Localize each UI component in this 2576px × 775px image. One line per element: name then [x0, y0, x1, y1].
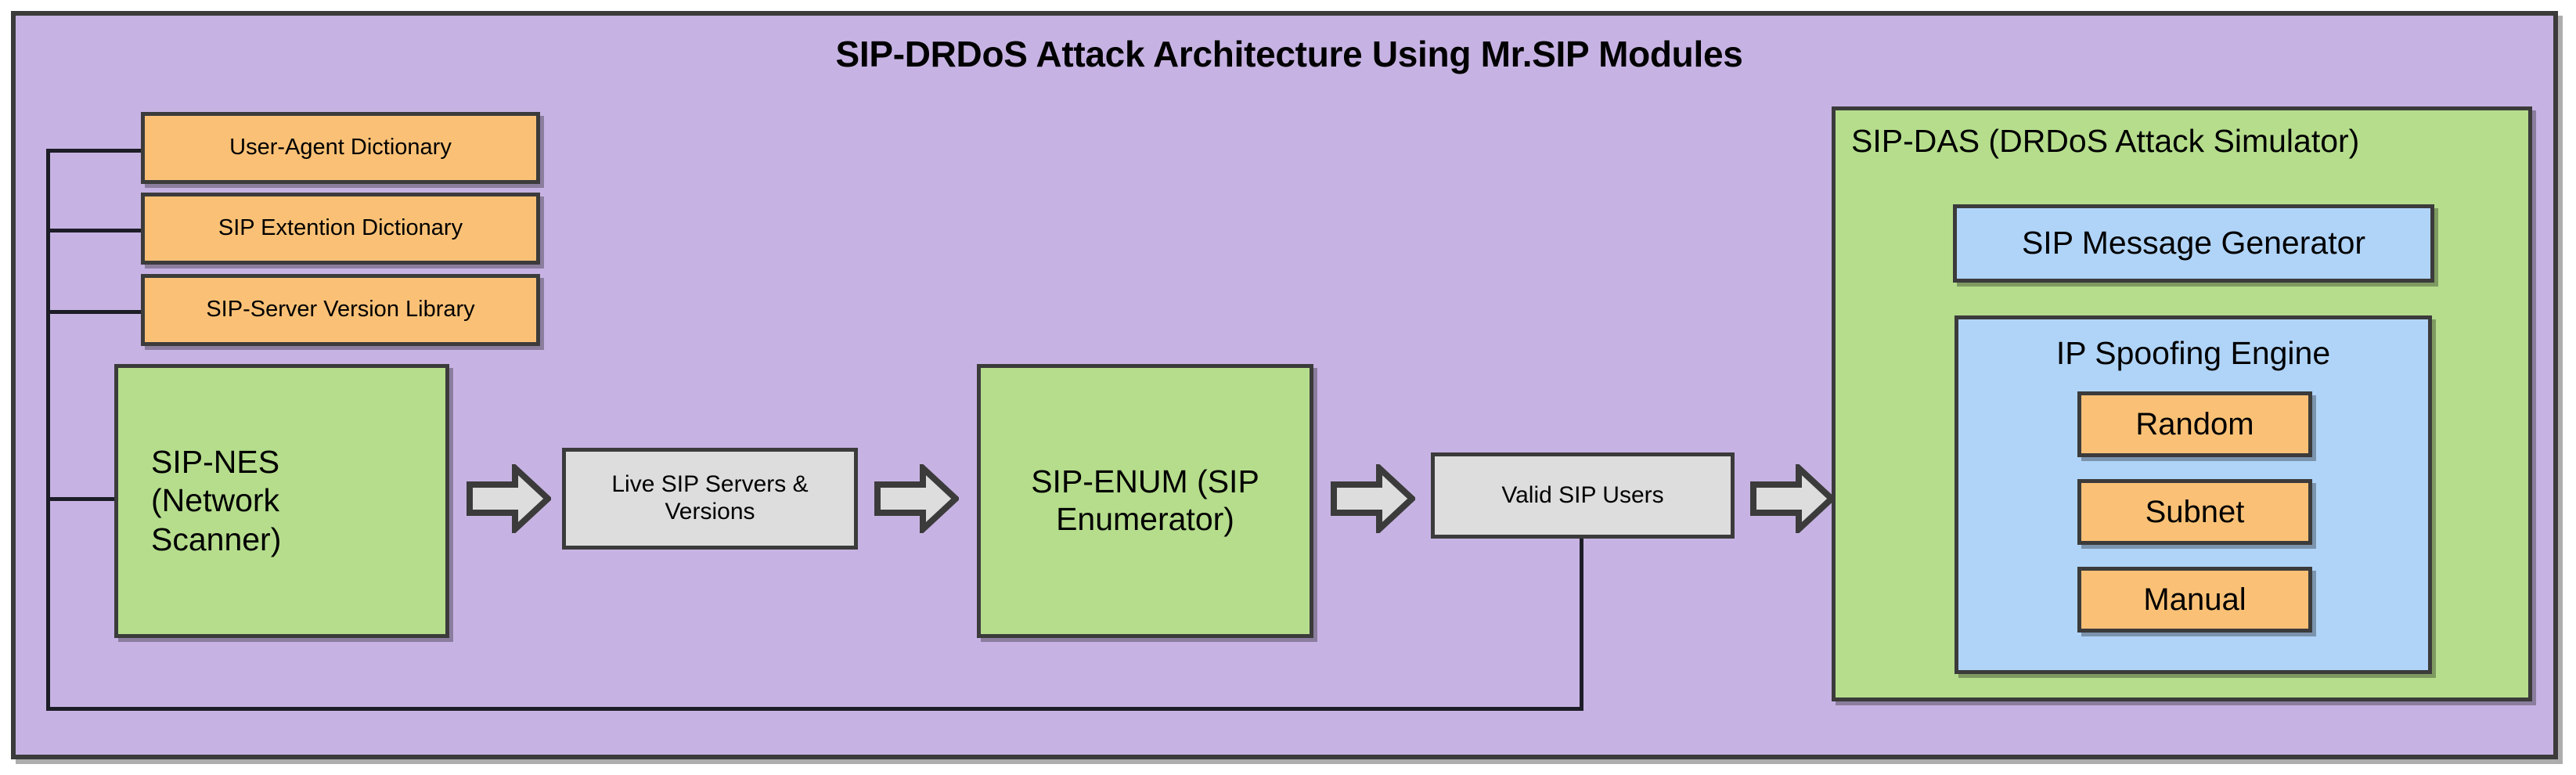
node-sip-extention-dictionary[interactable]: SIP Extention Dictionary	[141, 193, 540, 265]
node-live-sip-servers-versions[interactable]: Live SIP Servers & Versions	[562, 448, 858, 550]
node-sip-enum-enumerator[interactable]: SIP-ENUM (SIP Enumerator)	[977, 364, 1313, 638]
node-label-line3: Scanner)	[151, 521, 282, 557]
arrow-right-icon	[1331, 464, 1415, 533]
bus-branch-sip-extention	[46, 229, 144, 232]
feedback-bus-vertical	[46, 149, 50, 711]
node-spoof-subnet[interactable]: Subnet	[2077, 479, 2312, 545]
node-label: SIP-ENUM (SIP Enumerator)	[993, 463, 1297, 538]
diagram-title: SIP-DRDoS Attack Architecture Using Mr.S…	[835, 34, 1743, 74]
panel-ip-spoofing-engine: IP Spoofing Engine Random Subnet Manual	[1955, 315, 2432, 674]
node-label: User-Agent Dictionary	[229, 135, 452, 160]
node-label: Manual	[2143, 582, 2246, 617]
node-label: SIP Extention Dictionary	[218, 215, 463, 241]
arrow-right-icon	[1750, 464, 1835, 533]
node-sip-message-generator[interactable]: SIP Message Generator	[1953, 204, 2434, 283]
node-label-line2: (Network	[151, 482, 280, 519]
node-label: Random	[2135, 406, 2254, 442]
node-label-line1: SIP-NES	[151, 444, 280, 481]
feedback-drop-from-valid-users	[1580, 539, 1583, 711]
node-label: SIP-NES (Network Scanner)	[151, 443, 445, 559]
arrow-right-icon	[874, 464, 959, 533]
node-label: SIP Message Generator	[2021, 225, 2366, 261]
node-spoof-manual[interactable]: Manual	[2077, 567, 2312, 633]
panel-sip-das-title: SIP-DAS (DRDoS Attack Simulator)	[1851, 123, 2360, 159]
node-spoof-random[interactable]: Random	[2077, 391, 2312, 457]
node-user-agent-dictionary[interactable]: User-Agent Dictionary	[141, 112, 540, 184]
node-label-line1: Live SIP Servers &	[611, 471, 809, 498]
node-label: Valid SIP Users	[1501, 481, 1664, 508]
node-sip-server-version-library[interactable]: SIP-Server Version Library	[141, 274, 540, 346]
bus-branch-sip-nes	[46, 497, 117, 501]
bus-branch-server-version	[46, 310, 144, 314]
arrow-right-icon	[467, 464, 551, 533]
feedback-return-horizontal	[46, 707, 1583, 711]
bus-branch-user-agent	[46, 149, 144, 153]
node-label: SIP-Server Version Library	[206, 297, 475, 323]
node-valid-sip-users[interactable]: Valid SIP Users	[1431, 452, 1735, 539]
node-sip-nes-network-scanner[interactable]: SIP-NES (Network Scanner)	[114, 364, 449, 638]
node-label-line1: SIP-ENUM (SIP	[1031, 463, 1259, 500]
panel-ip-spoofing-engine-title: IP Spoofing Engine	[2055, 335, 2331, 371]
node-label-line2: Enumerator)	[1056, 501, 1234, 537]
node-label-line2: Versions	[665, 499, 755, 524]
panel-sip-das: SIP-DAS (DRDoS Attack Simulator) SIP Mes…	[1832, 106, 2532, 701]
node-label: Subnet	[2145, 494, 2245, 529]
node-label: Live SIP Servers & Versions	[566, 471, 854, 526]
